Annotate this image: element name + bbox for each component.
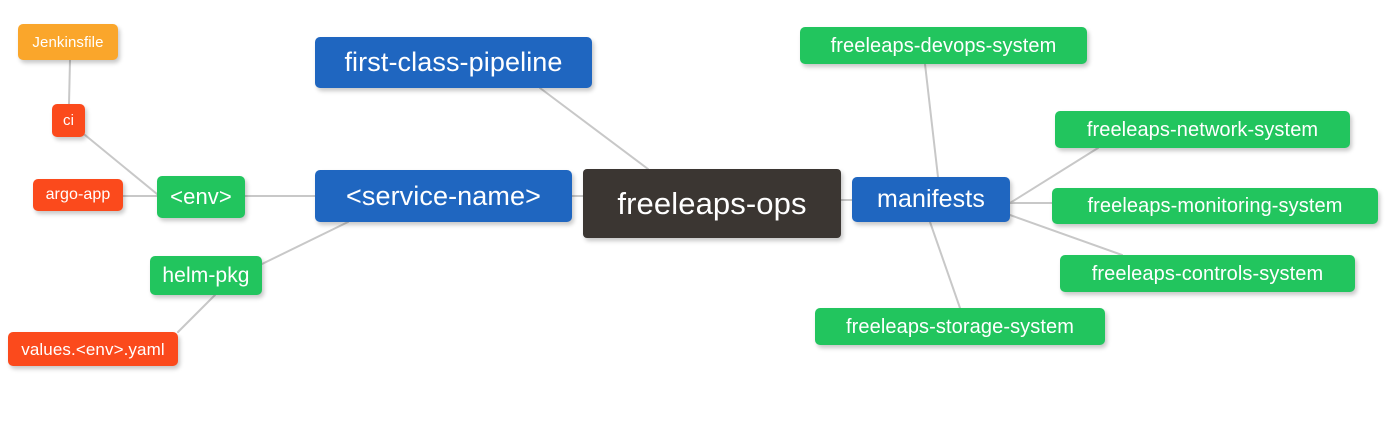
node-ci[interactable]: ci bbox=[52, 104, 85, 137]
node-jenkinsfile[interactable]: Jenkinsfile bbox=[18, 24, 118, 60]
edge-helm-pkg-to-service-name bbox=[261, 221, 349, 265]
node-pipeline[interactable]: first-class-pipeline bbox=[315, 37, 592, 88]
edge-values-yaml-to-helm-pkg bbox=[177, 294, 216, 333]
node-monitoring[interactable]: freeleaps-monitoring-system bbox=[1052, 188, 1378, 224]
edge-jenkinsfile-to-ci bbox=[68, 59, 71, 105]
node-manifests[interactable]: manifests bbox=[852, 177, 1010, 222]
edge-manifests-to-storage bbox=[929, 221, 961, 309]
node-controls[interactable]: freeleaps-controls-system bbox=[1060, 255, 1355, 292]
node-env[interactable]: <env> bbox=[157, 176, 245, 218]
edge-manifests-to-devops bbox=[924, 63, 939, 178]
edge-pipeline-to-freeleaps-ops bbox=[539, 87, 649, 170]
node-storage[interactable]: freeleaps-storage-system bbox=[815, 308, 1105, 345]
node-freeleaps-ops[interactable]: freeleaps-ops bbox=[583, 169, 841, 238]
node-devops[interactable]: freeleaps-devops-system bbox=[800, 27, 1087, 64]
node-network[interactable]: freeleaps-network-system bbox=[1055, 111, 1350, 148]
node-service-name[interactable]: <service-name> bbox=[315, 170, 572, 222]
node-values-yaml[interactable]: values.<env>.yaml bbox=[8, 332, 178, 366]
node-argo-app[interactable]: argo-app bbox=[33, 179, 123, 211]
node-helm-pkg[interactable]: helm-pkg bbox=[150, 256, 262, 295]
